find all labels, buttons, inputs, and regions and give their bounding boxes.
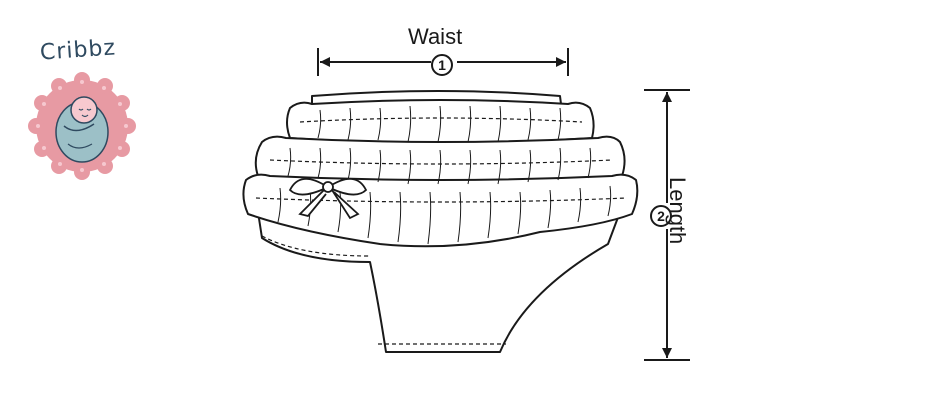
- waist-label: Waist: [408, 24, 463, 49]
- length-label: Length: [665, 177, 690, 245]
- length-number-badge: 2: [650, 205, 672, 227]
- waist-number-badge: 1: [431, 54, 453, 76]
- baby-logo-icon: [28, 72, 136, 180]
